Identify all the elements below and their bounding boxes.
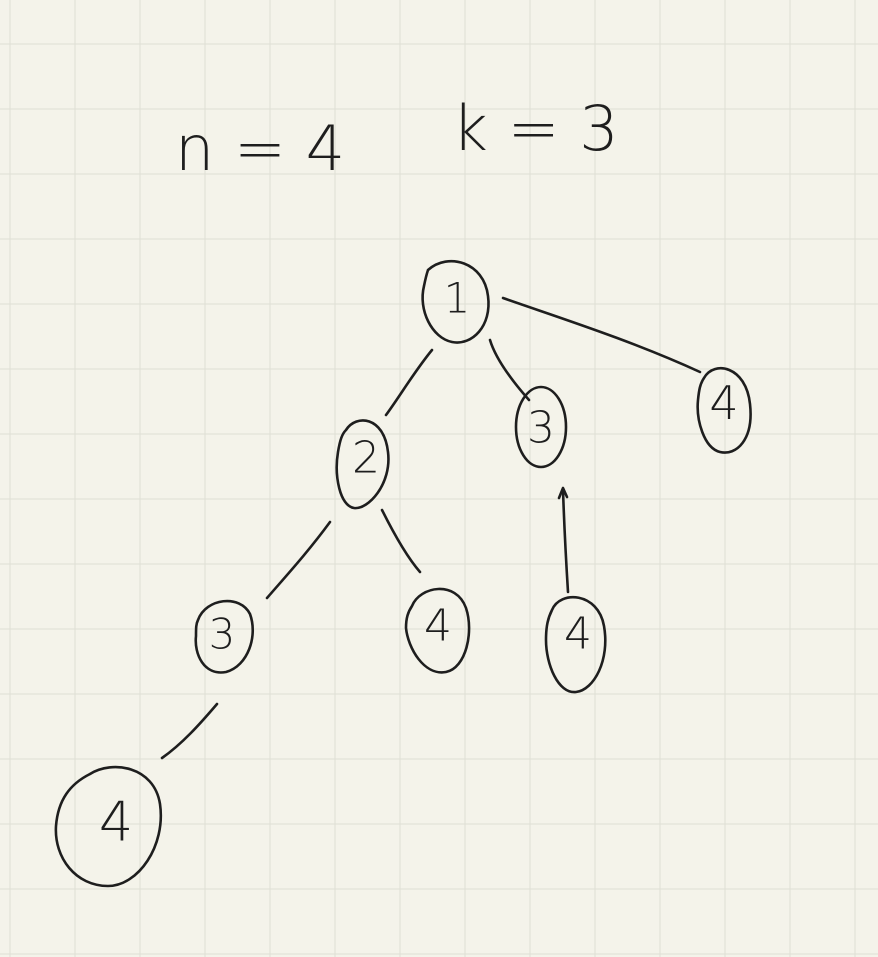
edge-2-4	[380, 508, 422, 574]
node-label: 4	[99, 791, 133, 854]
edge-3-4	[160, 702, 219, 760]
tree-nodes: 1 2 3 4 3 4	[54, 259, 752, 888]
node-3-level1: 3	[514, 385, 568, 469]
edge-1-2	[384, 348, 434, 417]
node-2: 2	[335, 419, 390, 510]
node-label: 4	[564, 609, 592, 660]
edge-1-4	[501, 296, 702, 374]
node-3-level2: 3	[194, 599, 255, 674]
node-circle	[696, 367, 752, 454]
node-4-level3: 4	[54, 765, 163, 888]
edge-2-3	[265, 520, 332, 600]
node-4-level2-right: 4	[544, 595, 607, 694]
node-circle	[421, 259, 490, 344]
node-circle	[194, 599, 255, 674]
n-expression: n = 4	[175, 112, 345, 185]
node-label: 4	[709, 376, 738, 430]
node-label: 3	[527, 403, 555, 454]
header: n = 4 k = 3	[175, 92, 619, 185]
tree-edges	[160, 296, 702, 760]
node-circle	[404, 587, 471, 674]
node-circle	[335, 419, 390, 510]
node-circle	[544, 595, 607, 694]
node-circle	[514, 385, 568, 469]
node-4-level2-left: 4	[404, 587, 471, 674]
arrowhead	[557, 486, 569, 500]
edge-1-3	[488, 338, 531, 402]
node-label: 2	[352, 433, 380, 484]
k-expression: k = 3	[452, 92, 619, 165]
node-circle	[54, 765, 163, 888]
node-label: 4	[424, 601, 452, 652]
node-label: 3	[209, 610, 236, 659]
node-label: 1	[444, 274, 471, 323]
node-root: 1	[421, 259, 490, 344]
node-4-level1: 4	[696, 367, 752, 454]
edge-4-to-3-arrow	[561, 488, 570, 594]
